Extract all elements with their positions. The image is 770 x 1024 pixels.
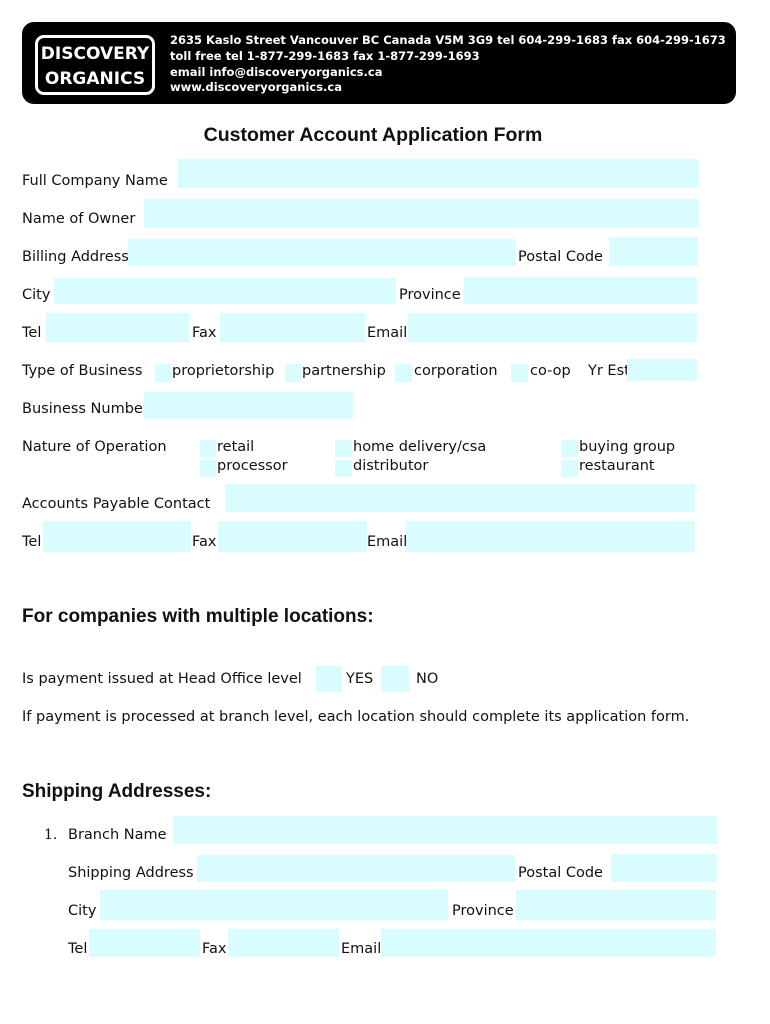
shipping-fax-label: Fax	[202, 941, 227, 957]
shipping-tel-field[interactable]	[89, 929, 200, 957]
shipping-fax-field[interactable]	[228, 929, 339, 957]
ap-email-field[interactable]	[406, 521, 695, 552]
email-field[interactable]	[408, 313, 697, 342]
company-website: www.discoveryorganics.ca	[170, 80, 343, 94]
yes-label: YES	[346, 671, 374, 687]
full-company-name-label: Full Company Name	[22, 173, 168, 189]
nature-of-operation-label: Nature of Operation	[22, 439, 167, 455]
shipping-postal-code-label: Postal Code	[518, 865, 603, 881]
coop-label: co-op	[530, 363, 571, 379]
shipping-address-label: Shipping Address	[68, 865, 194, 881]
logo-line-1: DISCOVERY	[40, 44, 150, 64]
multiple-locations-heading: For companies with multiple locations:	[22, 606, 374, 627]
yes-checkbox[interactable]	[316, 666, 342, 692]
ap-fax-label: Fax	[192, 534, 217, 550]
province-label: Province	[399, 287, 461, 303]
full-company-name-field[interactable]	[178, 159, 699, 188]
postal-code-field[interactable]	[609, 237, 698, 266]
fax-field[interactable]	[220, 313, 365, 342]
tel-field[interactable]	[46, 313, 189, 342]
distributor-checkbox[interactable]	[335, 460, 352, 477]
buying-group-checkbox[interactable]	[561, 440, 578, 457]
head-office-question: Is payment issued at Head Office level	[22, 671, 302, 687]
billing-address-label: Billing Address	[22, 249, 129, 265]
restaurant-label: restaurant	[579, 458, 655, 474]
postal-code-label: Postal Code	[518, 249, 603, 265]
logo-line-2: ORGANICS	[44, 69, 146, 89]
company-address: 2635 Kaslo Street Vancouver BC Canada V5…	[170, 33, 726, 47]
processor-label: processor	[217, 458, 288, 474]
company-tollfree: toll free tel 1-877-299-1683 fax 1-877-2…	[170, 49, 480, 63]
home-delivery-label: home delivery/csa	[353, 439, 487, 455]
shipping-city-field[interactable]	[100, 890, 448, 920]
buying-group-label: buying group	[579, 439, 676, 455]
no-checkbox[interactable]	[381, 666, 409, 692]
shipping-email-label: Email	[341, 941, 382, 957]
business-number-field[interactable]	[144, 392, 353, 419]
city-label: City	[22, 287, 51, 303]
billing-address-field[interactable]	[128, 239, 516, 266]
accounts-payable-contact-field[interactable]	[225, 484, 695, 512]
city-field[interactable]	[54, 278, 396, 304]
partnership-label: partnership	[302, 363, 386, 379]
ap-tel-field[interactable]	[43, 521, 191, 552]
corporation-label: corporation	[414, 363, 498, 379]
yr-est-label: Yr Est	[588, 363, 630, 379]
shipping-item-number: 1.	[44, 827, 58, 843]
shipping-addresses-heading: Shipping Addresses:	[22, 781, 212, 802]
corporation-checkbox[interactable]	[395, 364, 412, 382]
retail-checkbox[interactable]	[200, 440, 216, 457]
company-email: email info@discoveryorganics.ca	[170, 65, 383, 79]
name-of-owner-label: Name of Owner	[22, 211, 136, 227]
coop-checkbox[interactable]	[511, 364, 528, 382]
accounts-payable-contact-label: Accounts Payable Contact	[22, 496, 211, 512]
proprietorship-label: proprietorship	[172, 363, 275, 379]
shipping-city-label: City	[68, 903, 97, 919]
shipping-province-field[interactable]	[516, 890, 716, 920]
shipping-address-field[interactable]	[197, 855, 515, 882]
type-of-business-label: Type of Business	[22, 363, 143, 379]
email-label: Email	[367, 325, 408, 341]
company-logo: DISCOVERY ORGANICS	[35, 35, 155, 95]
ap-tel-label: Tel	[22, 534, 42, 550]
branch-name-label: Branch Name	[68, 827, 167, 843]
form-title: Customer Account Application Form	[203, 124, 543, 146]
home-delivery-checkbox[interactable]	[335, 440, 352, 457]
fax-label: Fax	[192, 325, 217, 341]
tel-label: Tel	[22, 325, 42, 341]
business-number-label: Business Number	[22, 401, 149, 417]
yr-est-field[interactable]	[627, 359, 697, 381]
branch-level-note: If payment is processed at branch level,…	[22, 709, 690, 725]
shipping-email-field[interactable]	[381, 929, 716, 957]
shipping-province-label: Province	[452, 903, 514, 919]
province-field[interactable]	[464, 277, 697, 304]
proprietorship-checkbox[interactable]	[155, 364, 171, 382]
partnership-checkbox[interactable]	[285, 364, 301, 382]
name-of-owner-field[interactable]	[144, 199, 699, 228]
shipping-tel-label: Tel	[68, 941, 88, 957]
retail-label: retail	[217, 439, 255, 455]
no-label: NO	[416, 671, 439, 687]
processor-checkbox[interactable]	[200, 460, 216, 477]
shipping-postal-code-field[interactable]	[611, 854, 717, 882]
ap-email-label: Email	[367, 534, 408, 550]
ap-fax-field[interactable]	[218, 521, 367, 552]
branch-name-field[interactable]	[173, 816, 717, 844]
distributor-label: distributor	[353, 458, 429, 474]
restaurant-checkbox[interactable]	[561, 460, 578, 477]
